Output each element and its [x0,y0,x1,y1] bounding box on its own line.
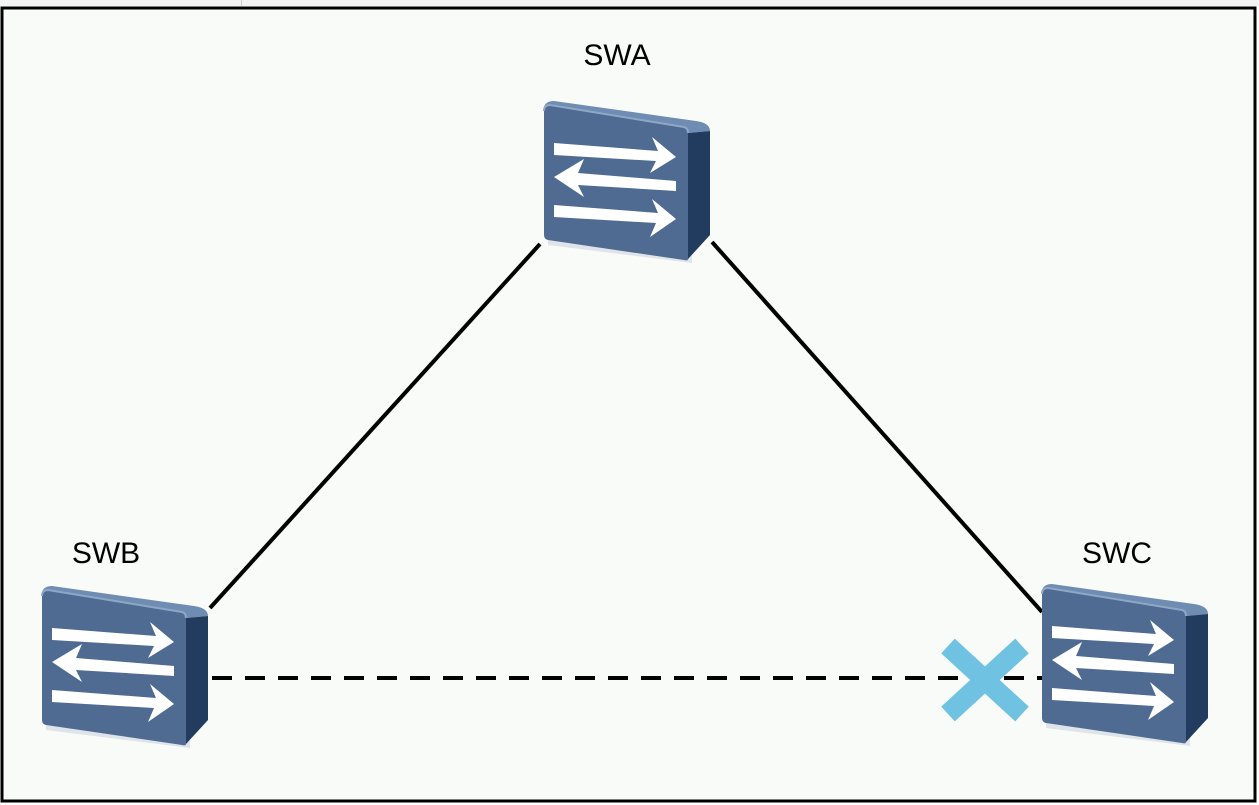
switch-icon-swa[interactable] [543,100,711,264]
node-label-swa: SWA [583,39,650,72]
network-topology-diagram: SWA SWB SWC [0,6,1257,803]
top-strip [0,0,1259,6]
switch-icon-swc[interactable] [1041,583,1209,747]
node-label-swc: SWC [1082,537,1152,570]
x-cross-icon [941,638,1029,722]
node-label-swb: SWB [72,537,140,570]
top-strip-divider [241,0,242,6]
switch-icon-swb[interactable] [41,585,209,749]
link-swa-swb [208,242,542,610]
link-swa-swc [710,240,1044,614]
